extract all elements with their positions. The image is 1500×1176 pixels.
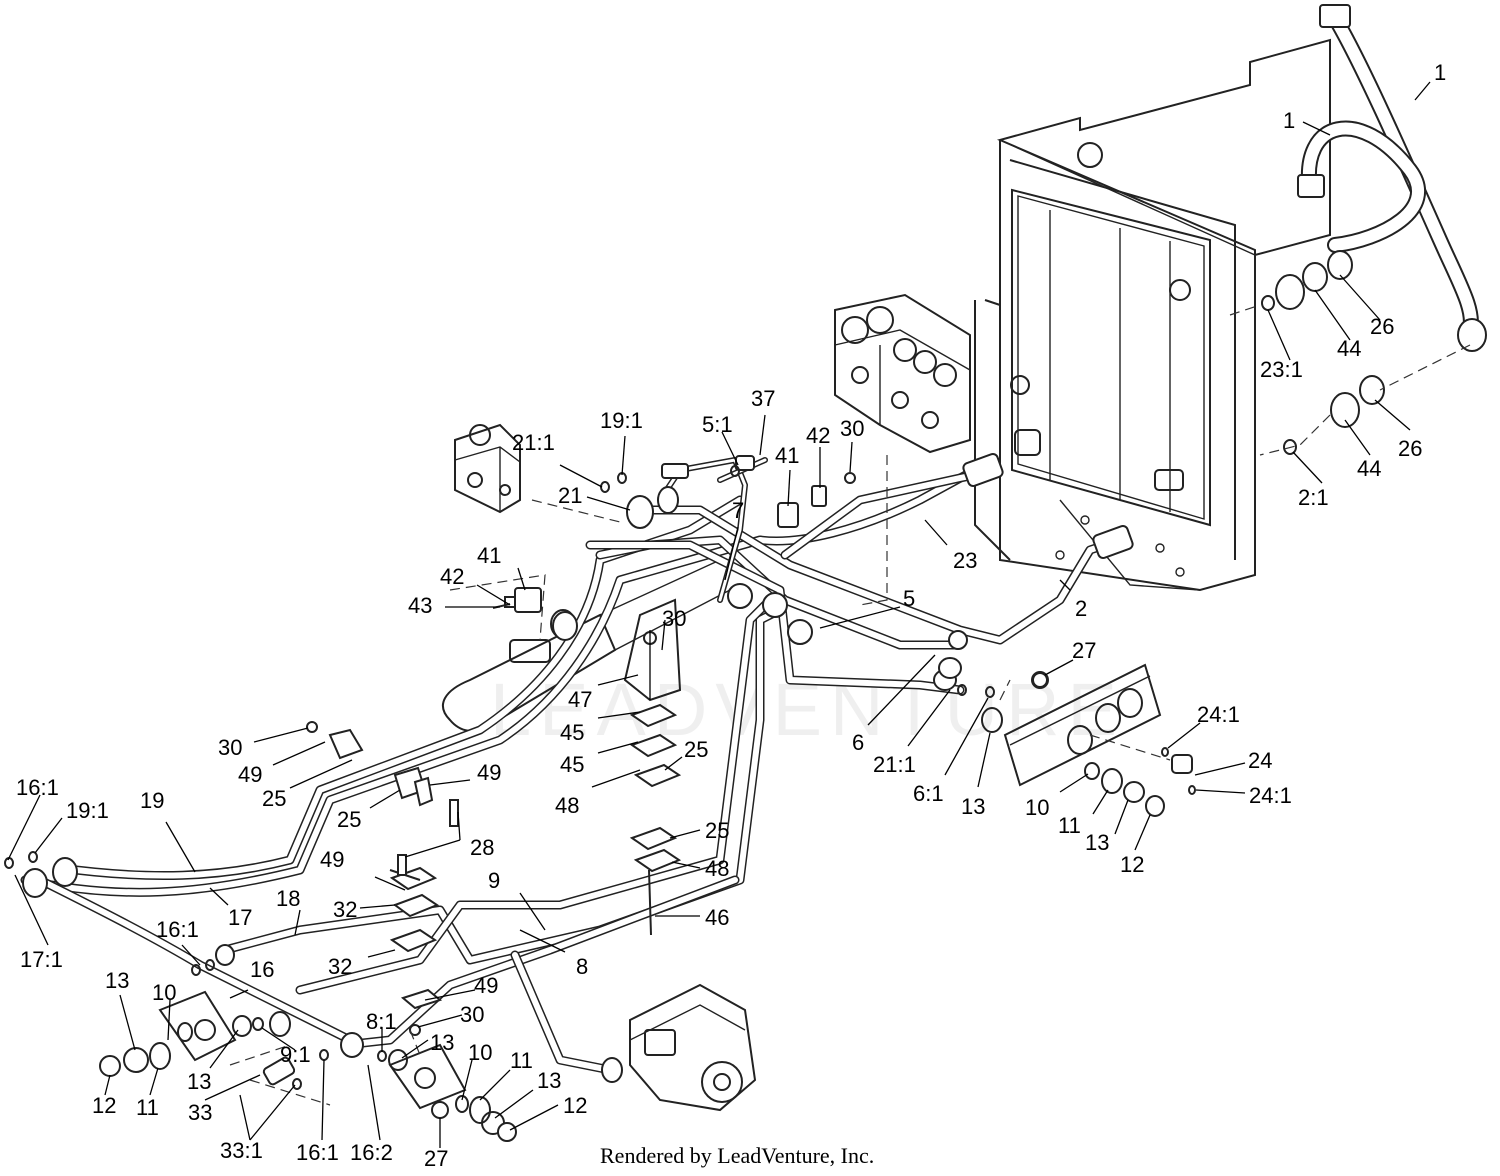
callout: 46 bbox=[705, 905, 729, 930]
callout: 13 bbox=[1085, 830, 1109, 855]
callout: 26 bbox=[1370, 314, 1394, 339]
callout: 32 bbox=[328, 954, 352, 979]
callout: 6:1 bbox=[913, 781, 944, 806]
callout: 42 bbox=[806, 423, 830, 448]
callout: 2 bbox=[1075, 596, 1087, 621]
callout: 1 bbox=[1434, 60, 1446, 85]
hydraulic-pump bbox=[629, 983, 757, 1112]
callout: 21 bbox=[558, 483, 582, 508]
callout: 18 bbox=[276, 886, 300, 911]
hardware-small-parts bbox=[4, 465, 1196, 1142]
callout: 49 bbox=[477, 760, 501, 785]
callout: 16:1 bbox=[156, 917, 199, 942]
callout: 8:1 bbox=[366, 1009, 397, 1034]
callout: 12 bbox=[92, 1093, 116, 1118]
control-valve-block bbox=[834, 293, 971, 454]
callout: 8 bbox=[576, 954, 588, 979]
callout: 27 bbox=[1072, 638, 1096, 663]
hydraulic-tubes bbox=[20, 457, 1125, 1075]
callout: 44 bbox=[1357, 456, 1381, 481]
callout: 10 bbox=[468, 1040, 492, 1065]
callout: 2:1 bbox=[1298, 485, 1329, 510]
callout: 21:1 bbox=[873, 752, 916, 777]
callout: 42 bbox=[440, 564, 464, 589]
callout: 10 bbox=[1025, 795, 1049, 820]
callout: 9:1 bbox=[280, 1042, 311, 1067]
callout: 45 bbox=[560, 720, 584, 745]
callout: 25 bbox=[684, 737, 708, 762]
callout: 30 bbox=[662, 606, 686, 631]
callout: 16 bbox=[250, 957, 274, 982]
callout: 26 bbox=[1398, 436, 1422, 461]
callout: 11 bbox=[136, 1095, 159, 1120]
oil-cooler-assembly bbox=[974, 38, 1331, 592]
callout: 13 bbox=[105, 968, 129, 993]
callout: 7 bbox=[732, 498, 744, 523]
footer-credit: Rendered by LeadVenture, Inc. bbox=[600, 1143, 874, 1168]
callout: 25 bbox=[262, 786, 286, 811]
callout: 19 bbox=[140, 788, 164, 813]
auxiliary-valve bbox=[454, 423, 521, 514]
callout: 43 bbox=[408, 593, 432, 618]
callout: 30 bbox=[840, 416, 864, 441]
callout: 48 bbox=[705, 856, 729, 881]
callout: 12 bbox=[563, 1093, 587, 1118]
callout: 24:1 bbox=[1249, 783, 1292, 808]
callout: 23 bbox=[953, 548, 977, 573]
callout: 16:2 bbox=[350, 1140, 393, 1165]
callout-labels: 1 1 26 44 23:1 26 44 2:1 37 5:1 42 30 41… bbox=[16, 60, 1446, 1171]
callout: 49 bbox=[320, 847, 344, 872]
callout: 44 bbox=[1337, 336, 1361, 361]
callout: 24 bbox=[1248, 748, 1272, 773]
callout: 23:1 bbox=[1260, 357, 1303, 382]
callout: 1 bbox=[1283, 108, 1295, 133]
assembly-lines bbox=[229, 455, 1171, 1106]
callout: 10 bbox=[152, 980, 176, 1005]
callout: 17:1 bbox=[20, 947, 63, 972]
callout: 41 bbox=[775, 443, 799, 468]
leader-lines bbox=[7, 81, 1431, 1148]
callout: 48 bbox=[555, 793, 579, 818]
callout: 11 bbox=[1058, 813, 1081, 838]
callout: 25 bbox=[337, 807, 361, 832]
callout: 49 bbox=[238, 762, 262, 787]
callout: 33:1 bbox=[220, 1138, 263, 1163]
hydraulic-hose-1 bbox=[1297, 4, 1487, 352]
callout: 9 bbox=[488, 868, 500, 893]
callout: 17 bbox=[228, 905, 252, 930]
callout: 13 bbox=[187, 1069, 211, 1094]
callout: 19:1 bbox=[66, 798, 109, 823]
callout: 6 bbox=[852, 730, 864, 755]
callout: 11 bbox=[510, 1048, 533, 1073]
callout: 21:1 bbox=[512, 430, 555, 455]
callout: 19:1 bbox=[600, 408, 643, 433]
callout: 16:1 bbox=[296, 1140, 339, 1165]
callout: 5:1 bbox=[702, 412, 733, 437]
callout: 28 bbox=[470, 835, 494, 860]
callout: 25 bbox=[705, 818, 729, 843]
callout: 49 bbox=[474, 973, 498, 998]
callout: 16:1 bbox=[16, 775, 59, 800]
callout: 30 bbox=[218, 735, 242, 760]
callout: 27 bbox=[424, 1146, 448, 1171]
callout: 13 bbox=[430, 1030, 454, 1055]
callout: 47 bbox=[568, 687, 592, 712]
callout: 45 bbox=[560, 752, 584, 777]
callout: 12 bbox=[1120, 852, 1144, 877]
fittings-26-44 bbox=[1229, 250, 1471, 456]
callout: 24:1 bbox=[1197, 702, 1240, 727]
callout: 13 bbox=[961, 794, 985, 819]
callout: 33 bbox=[188, 1100, 212, 1125]
callout: 5 bbox=[903, 586, 915, 611]
tube-fittings bbox=[22, 452, 1193, 1083]
callout: 30 bbox=[460, 1002, 484, 1027]
callout: 32 bbox=[333, 897, 357, 922]
callout: 41 bbox=[477, 543, 501, 568]
callout: 37 bbox=[751, 386, 775, 411]
callout: 13 bbox=[537, 1068, 561, 1093]
